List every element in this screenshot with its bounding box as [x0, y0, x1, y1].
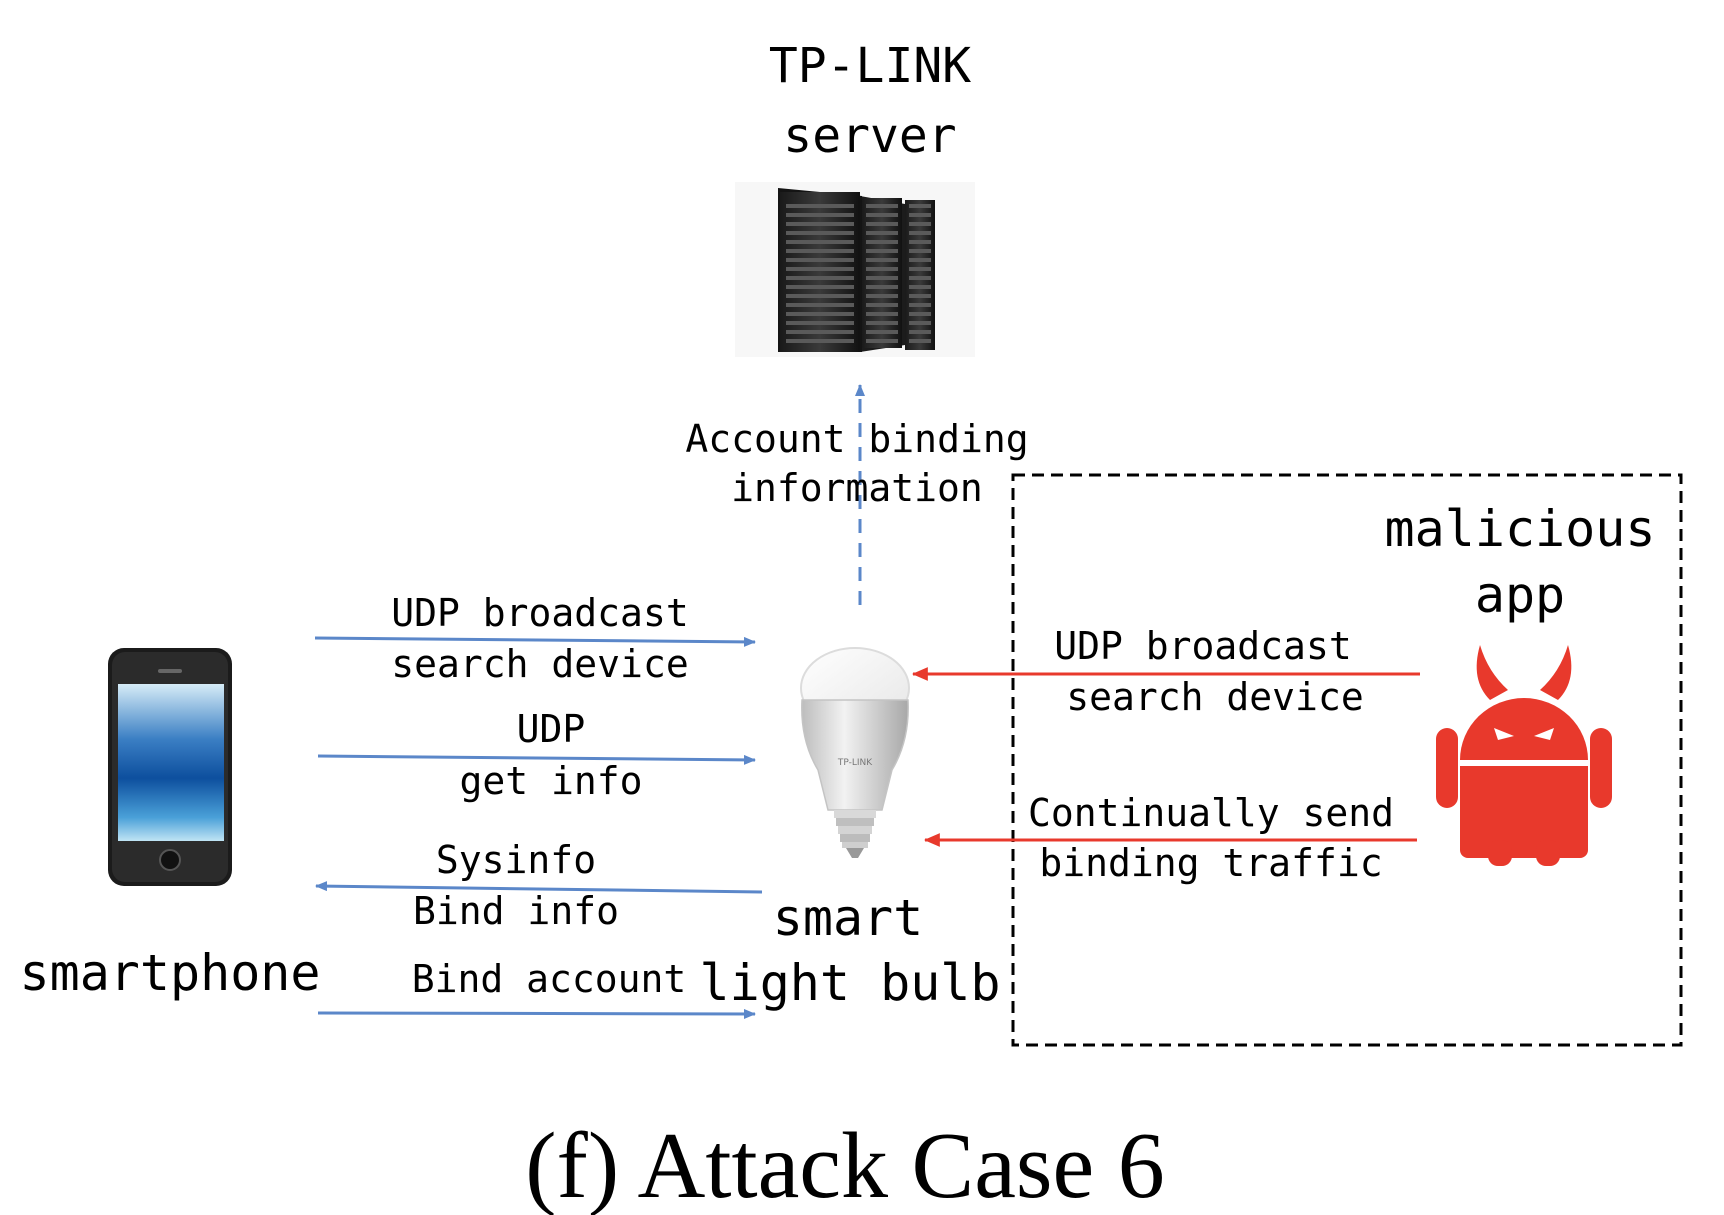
udp-get-info-label-line2: get info: [459, 759, 642, 803]
rack-slot: [909, 321, 931, 325]
malicious-broadcast-label-line1: UDP broadcast: [1054, 624, 1351, 668]
udp-get-info-label-line1: UDP: [517, 707, 586, 751]
rack-slot: [909, 213, 931, 217]
bulb-label-line2: light bulb: [699, 954, 1000, 1012]
rack-slot: [909, 231, 931, 235]
android-devil-icon: [1436, 645, 1612, 866]
bind-account-label: Bind account: [412, 957, 687, 1001]
malicious-binding-label-line1: Continually send: [1028, 791, 1394, 835]
server-label-line1: TP-LINK: [769, 38, 971, 94]
rack-slot: [909, 303, 931, 307]
sysinfo-label-line2: Bind info: [413, 889, 619, 933]
rack-slot: [786, 231, 854, 235]
android-eyes: [1494, 728, 1554, 740]
rack-slot: [909, 249, 931, 253]
malicious-label-line1: malicious: [1385, 500, 1656, 558]
light-bulb-icon: TP-LINK: [800, 647, 910, 858]
account-binding-label-line1: Account binding: [685, 417, 1028, 461]
rack-slot: [786, 240, 854, 244]
rack-slot: [866, 312, 898, 316]
rack-slot: [909, 258, 931, 262]
rack-slot: [786, 213, 854, 217]
rack-slot: [786, 249, 854, 253]
rack-slot: [909, 240, 931, 244]
rack-slot: [866, 267, 898, 271]
rack-slot: [909, 222, 931, 226]
rack-slot: [909, 294, 931, 298]
rack-slot: [866, 321, 898, 325]
malicious-broadcast-label-line2: search device: [1066, 675, 1363, 719]
rack-slot: [866, 294, 898, 298]
rack-slot: [786, 222, 854, 226]
rack-slot: [786, 312, 854, 316]
rack-slot: [909, 285, 931, 289]
rack-slot: [866, 231, 898, 235]
rack-slot: [786, 285, 854, 289]
smartphone-icon: [108, 648, 232, 886]
udp-broadcast-arrow: [314, 636, 756, 647]
rack-slot: [786, 204, 854, 208]
smartphone-label: smartphone: [19, 944, 320, 1002]
udp-get-info-arrow: [317, 754, 756, 765]
sysinfo-arrow: [315, 881, 763, 894]
rack-slot: [866, 249, 898, 253]
sysinfo-label-line1: Sysinfo: [436, 838, 596, 882]
rack-slot: [786, 330, 854, 334]
server-label-line2: server: [783, 108, 956, 164]
rack-slot: [866, 339, 898, 343]
rack-slot: [866, 303, 898, 307]
rack-slot: [786, 321, 854, 325]
rack-slot: [866, 204, 898, 208]
rack-slot: [909, 276, 931, 280]
rack-slot: [909, 330, 931, 334]
rack-slot: [866, 213, 898, 217]
rack-slot: [866, 285, 898, 289]
rack-slot: [866, 222, 898, 226]
rack-slot: [909, 312, 931, 316]
malicious-label-line2: app: [1475, 566, 1565, 624]
bulb-brand-text: TP-LINK: [837, 758, 873, 768]
rack-slot: [866, 258, 898, 262]
figure-caption: (f) Attack Case 6: [525, 1114, 1165, 1215]
rack-slot: [909, 339, 931, 343]
rack-slot: [786, 294, 854, 298]
rack-slot: [786, 276, 854, 280]
malicious-binding-label-line2: binding traffic: [1039, 841, 1382, 885]
udp-broadcast-label-line2: search device: [391, 642, 688, 686]
bind-account-arrow: [317, 1008, 756, 1019]
rack-slot: [909, 267, 931, 271]
rack-slot: [866, 330, 898, 334]
bulb-label-line1: smart: [773, 889, 924, 947]
rack-slot: [909, 204, 931, 208]
rack-slot: [786, 267, 854, 271]
rack-slot: [786, 258, 854, 262]
rack-slot: [866, 240, 898, 244]
rack-slot: [866, 276, 898, 280]
malicious-region-box: [1011, 473, 1683, 1047]
server-rack-icon: [735, 182, 975, 357]
rack-slot: [786, 303, 854, 307]
udp-broadcast-label-line1: UDP broadcast: [391, 591, 688, 635]
rack-slot: [786, 339, 854, 343]
account-binding-label-line2: information: [731, 466, 983, 510]
